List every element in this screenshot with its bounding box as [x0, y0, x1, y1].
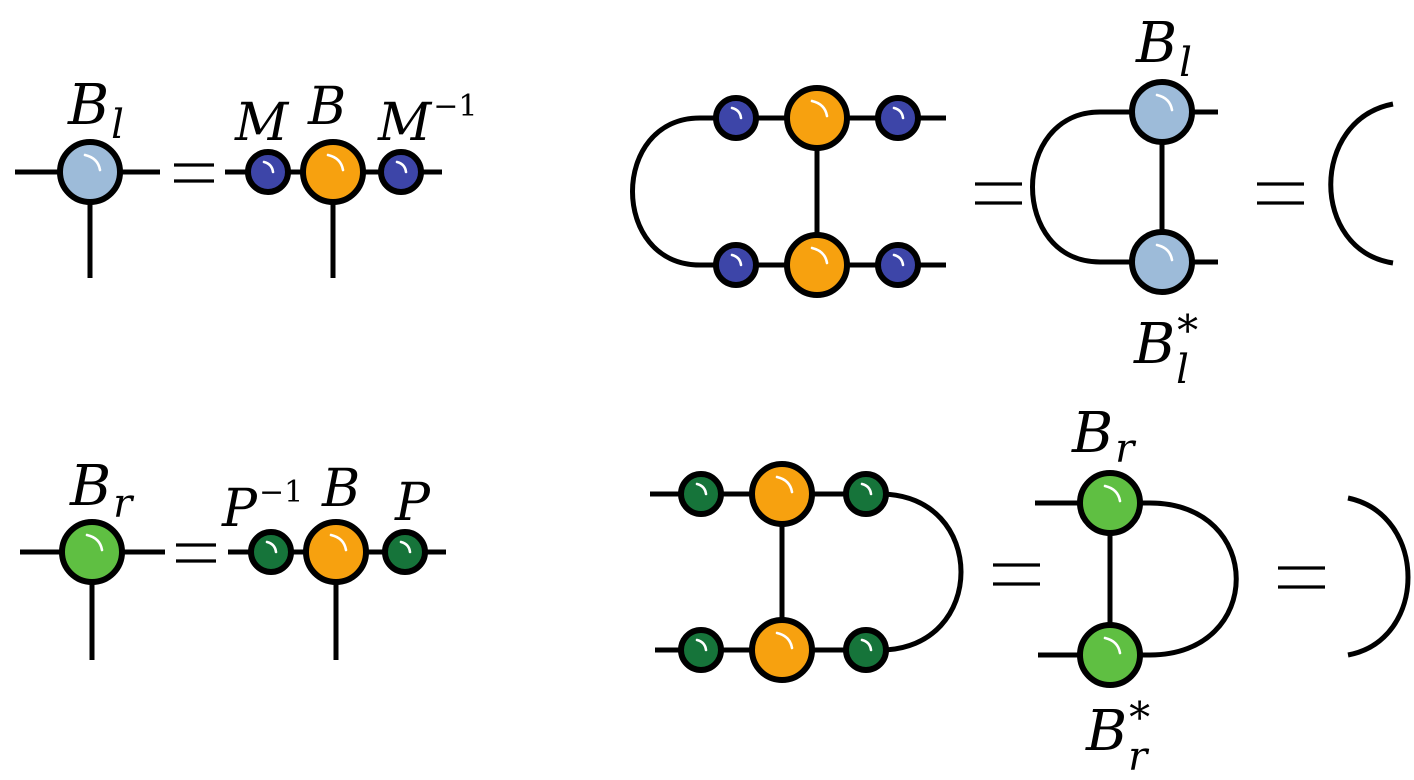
equals-sign — [174, 163, 214, 183]
b-conj-node — [784, 232, 850, 298]
b-conj-node — [749, 617, 815, 683]
b-label: B — [321, 459, 360, 519]
equals-sign — [1278, 566, 1325, 589]
equals-sign — [176, 543, 216, 563]
right-contraction-arc — [866, 491, 964, 653]
pinv-node — [248, 529, 294, 575]
b-node — [784, 85, 850, 151]
p-label: P — [394, 473, 431, 533]
bl-node — [57, 139, 123, 205]
minv-node — [378, 149, 424, 195]
pinv-conj-node — [678, 627, 724, 673]
minv-label: M−1 — [377, 89, 477, 153]
pinv-label: P−1 — [221, 475, 303, 539]
b-node — [303, 519, 369, 585]
br-contraction-arc — [1110, 500, 1239, 658]
b-node — [749, 461, 815, 527]
bl-contraction-arc — [1030, 109, 1162, 265]
brconj-label: B*r — [1085, 693, 1150, 780]
equals-sign — [993, 563, 1040, 586]
bl-label: Bl — [67, 73, 124, 148]
br-node — [1077, 470, 1143, 536]
identity-arc-left — [1328, 101, 1394, 266]
p-node — [382, 529, 428, 575]
equals-sign — [1257, 182, 1304, 205]
br-label: Br — [1071, 401, 1137, 472]
right-canonical-identity: Br B*r — [650, 401, 1411, 780]
left-contraction-arc — [630, 115, 712, 268]
eq-right-canonical: Br P−1 B P — [20, 454, 446, 660]
brconj-node — [1077, 622, 1143, 688]
eq-left-canonical: Bl M B M−1 — [15, 73, 477, 278]
pinv-node — [678, 471, 724, 517]
equals-sign — [975, 182, 1022, 205]
bl-node — [1129, 79, 1195, 145]
left-canonical-identity: Bl B*l — [630, 11, 1394, 393]
p-node — [843, 471, 889, 517]
minv-conj-node — [875, 242, 921, 288]
minv-node — [875, 95, 921, 141]
m-conj-node — [713, 242, 759, 288]
identity-arc-right — [1347, 495, 1411, 658]
br-label: Br — [69, 454, 135, 527]
m-node — [713, 95, 759, 141]
blconj-label: B*l — [1133, 306, 1198, 393]
br-node — [59, 519, 125, 585]
b-node — [300, 139, 366, 205]
b-label: B — [307, 77, 346, 137]
m-node — [245, 149, 291, 195]
m-label: M — [234, 93, 290, 153]
blconj-node — [1129, 229, 1195, 295]
p-conj-node — [843, 627, 889, 673]
bl-label: Bl — [1135, 11, 1192, 86]
